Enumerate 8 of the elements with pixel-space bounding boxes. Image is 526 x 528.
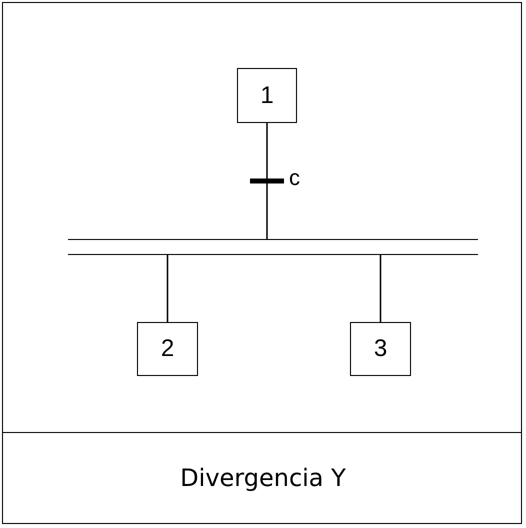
step-box: 3 bbox=[350, 322, 411, 376]
caption: Divergencia Y bbox=[180, 464, 346, 492]
connector-line bbox=[380, 255, 382, 322]
connector-line bbox=[166, 255, 168, 322]
step-box: 2 bbox=[137, 322, 198, 376]
connector-line bbox=[266, 123, 268, 239]
parallel-divergence-bar bbox=[68, 239, 478, 255]
step-box: 1 bbox=[237, 68, 297, 123]
